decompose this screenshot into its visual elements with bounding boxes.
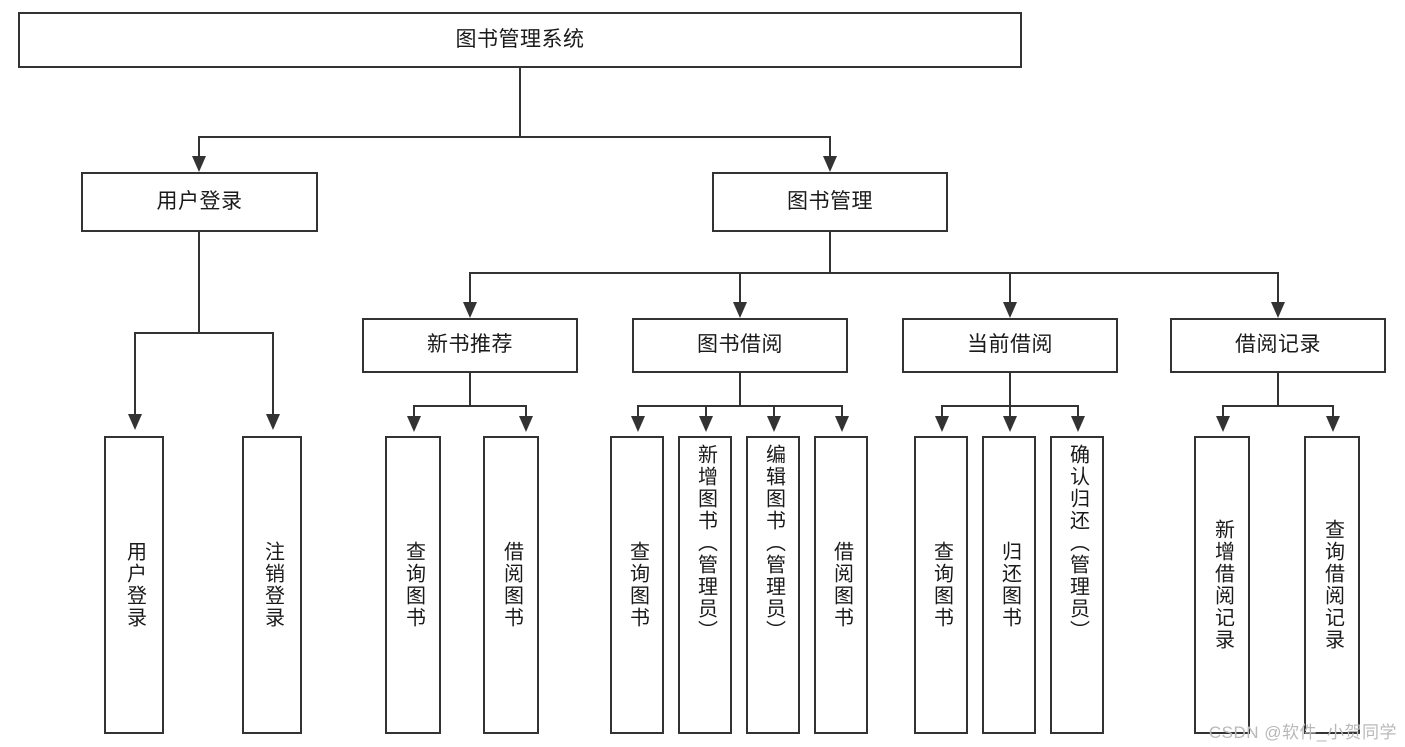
edge-borrow-bus: [637, 405, 843, 407]
arrow-borrow-1: [631, 416, 645, 432]
arrow-borrow-4: [835, 416, 849, 432]
arrow-recommend-2: [519, 416, 533, 432]
edge-record-drop-2: [1332, 405, 1334, 417]
node-label: 查询图书: [930, 541, 953, 629]
edge-current-stem: [1009, 373, 1011, 407]
edge-current-drop-2: [1009, 405, 1011, 417]
node-new-book-recommend[interactable]: 新书推荐: [362, 318, 578, 373]
node-current-borrow[interactable]: 当前借阅: [902, 318, 1118, 373]
node-label: 新增图书（管理员）: [694, 444, 717, 642]
arrow-current-3: [1071, 416, 1085, 432]
edge-borrow-stem: [739, 373, 741, 407]
edge-level2-drop-3: [1009, 272, 1011, 304]
edge-bookmgmt-stem: [829, 232, 831, 274]
edge-recommend-bus: [413, 405, 527, 407]
arrow-userlogin-1: [128, 414, 142, 430]
leaf-logout[interactable]: 注销登录: [242, 436, 302, 734]
node-label: 确认归还（管理员）: [1066, 444, 1089, 642]
edge-record-stem: [1277, 373, 1279, 407]
edge-level2-bus: [469, 272, 1279, 274]
arrow-current-1: [935, 416, 949, 432]
arrow-level2-2: [733, 302, 747, 318]
edge-userlogin-drop-1: [134, 332, 136, 416]
node-book-management[interactable]: 图书管理: [712, 172, 948, 232]
node-label: 归还图书: [998, 541, 1021, 629]
node-label: 新书推荐: [427, 333, 513, 357]
edge-level1-bus: [198, 136, 830, 138]
node-label: 查询借阅记录: [1321, 519, 1344, 651]
leaf-borrow-borrow-book[interactable]: 借阅图书: [814, 436, 868, 734]
edge-level2-drop-1: [469, 272, 471, 304]
node-label: 图书管理系统: [455, 27, 585, 51]
leaf-borrow-edit-book-admin[interactable]: 编辑图书（管理员）: [746, 436, 800, 734]
arrow-level2-1: [463, 302, 477, 318]
edge-record-drop-1: [1222, 405, 1224, 417]
edge-recommend-drop-2: [525, 405, 527, 417]
arrow-userlogin-2: [266, 414, 280, 430]
edge-borrow-drop-2: [705, 405, 707, 417]
edge-level2-drop-2: [739, 272, 741, 304]
arrow-level1-1: [192, 156, 206, 172]
node-label: 图书管理: [787, 189, 873, 213]
node-root-system[interactable]: 图书管理系统: [18, 12, 1022, 68]
node-book-borrow[interactable]: 图书借阅: [632, 318, 848, 373]
edge-userlogin-bus: [134, 332, 274, 334]
edge-current-drop-1: [941, 405, 943, 417]
leaf-record-query-record[interactable]: 查询借阅记录: [1304, 436, 1360, 734]
node-label: 当前借阅: [967, 333, 1053, 357]
node-label: 新增借阅记录: [1211, 519, 1234, 651]
node-label: 用户登录: [156, 189, 243, 213]
node-label: 查询图书: [402, 541, 425, 629]
edge-recommend-drop-1: [413, 405, 415, 417]
edge-level2-drop-4: [1277, 272, 1279, 304]
node-label: 借阅记录: [1235, 333, 1321, 357]
leaf-recommend-borrow-book[interactable]: 借阅图书: [483, 436, 539, 734]
edge-userlogin-stem: [198, 232, 200, 334]
node-label: 借阅图书: [500, 541, 523, 629]
node-label: 借阅图书: [830, 541, 853, 629]
leaf-borrow-query-book[interactable]: 查询图书: [610, 436, 664, 734]
node-label: 注销登录: [261, 541, 284, 629]
leaf-current-query-book[interactable]: 查询图书: [914, 436, 968, 734]
edge-userlogin-drop-2: [272, 332, 274, 416]
edge-record-bus: [1222, 405, 1334, 407]
arrow-record-2: [1326, 416, 1340, 432]
arrow-level2-3: [1003, 302, 1017, 318]
leaf-recommend-query-book[interactable]: 查询图书: [385, 436, 441, 734]
node-label: 用户登录: [123, 541, 146, 629]
node-borrow-record[interactable]: 借阅记录: [1170, 318, 1386, 373]
arrow-record-1: [1216, 416, 1230, 432]
edge-level1-drop-1: [198, 136, 200, 158]
arrow-recommend-1: [407, 416, 421, 432]
arrow-borrow-3: [767, 416, 781, 432]
node-label: 编辑图书（管理员）: [762, 444, 785, 642]
leaf-user-login[interactable]: 用户登录: [104, 436, 164, 734]
edge-borrow-drop-1: [637, 405, 639, 417]
edge-level1-drop-2: [829, 136, 831, 158]
node-user-login[interactable]: 用户登录: [81, 172, 318, 232]
leaf-current-return-book[interactable]: 归还图书: [982, 436, 1036, 734]
edge-root-stem: [519, 68, 521, 138]
arrow-level1-2: [823, 156, 837, 172]
node-label: 图书借阅: [697, 333, 783, 357]
leaf-record-add-record[interactable]: 新增借阅记录: [1194, 436, 1250, 734]
arrow-borrow-2: [699, 416, 713, 432]
arrow-current-2: [1003, 416, 1017, 432]
leaf-borrow-add-book-admin[interactable]: 新增图书（管理员）: [678, 436, 732, 734]
arrow-level2-4: [1271, 302, 1285, 318]
edge-borrow-drop-4: [841, 405, 843, 417]
node-label: 查询图书: [626, 541, 649, 629]
edge-borrow-drop-3: [773, 405, 775, 417]
edge-current-drop-3: [1077, 405, 1079, 417]
leaf-current-confirm-return-admin[interactable]: 确认归还（管理员）: [1050, 436, 1104, 734]
edge-recommend-stem: [469, 373, 471, 407]
